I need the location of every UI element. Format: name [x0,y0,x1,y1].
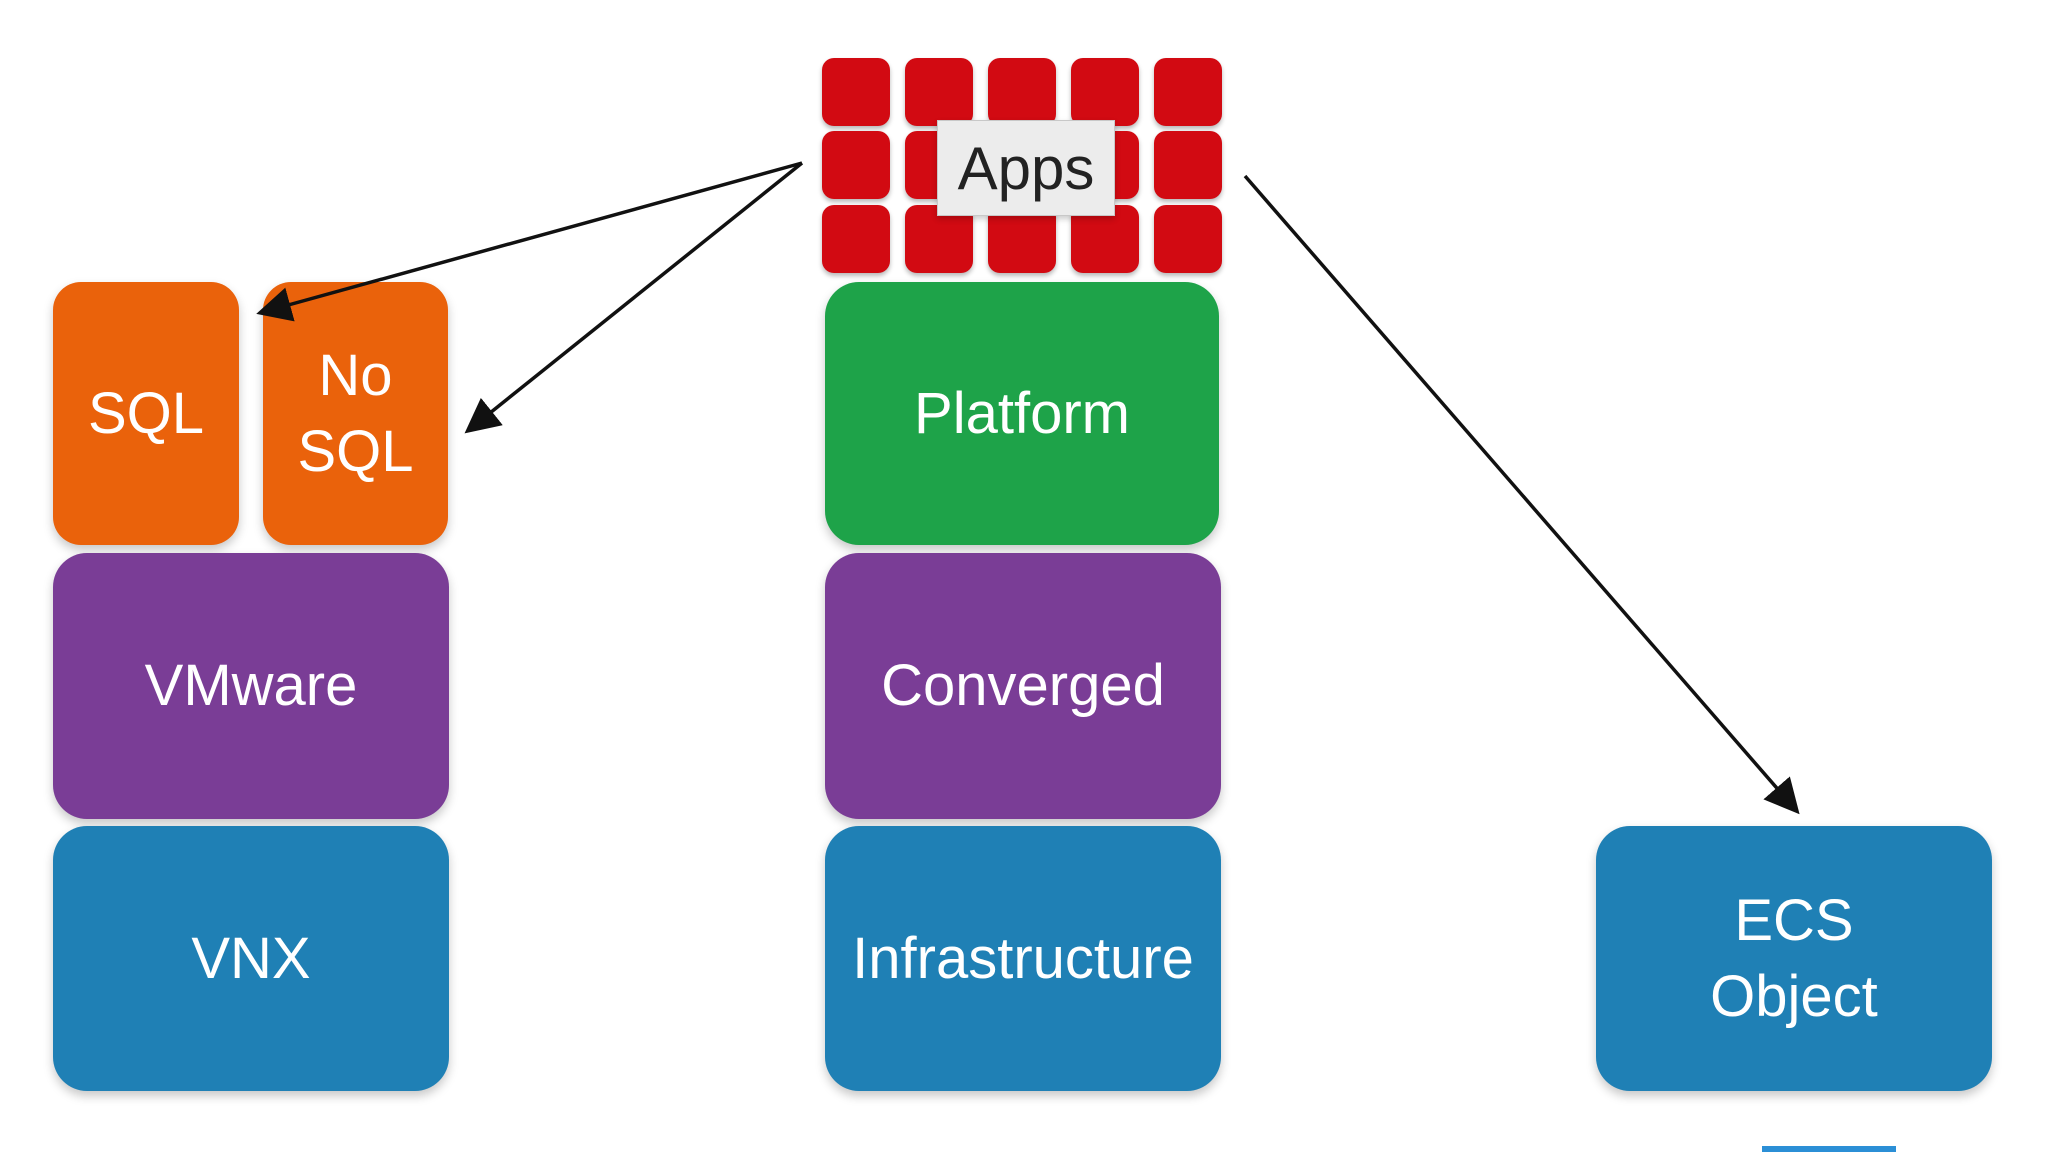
infrastructure-label: Infrastructure [852,925,1194,991]
converged-label: Converged [881,653,1165,719]
arrow-apps-to-nosql [464,161,804,434]
nosql-block: No SQL [263,282,448,545]
infrastructure-block: Infrastructure [825,826,1221,1091]
apps-tile [1154,58,1222,126]
vmware-block: VMware [53,553,449,819]
nosql-label: No SQL [297,343,414,484]
apps-tile [822,131,890,199]
accent-bar [1762,1146,1896,1152]
apps-tile [1071,58,1139,126]
apps-tile [905,58,973,126]
apps-tile [1071,205,1139,273]
apps-tile [988,58,1056,126]
vnx-block: VNX [53,826,449,1091]
apps-tile [988,205,1056,273]
sql-label: SQL [87,380,205,446]
platform-label: Platform [914,380,1130,446]
arrow-apps-to-ecs-object [1243,174,1800,815]
apps-tile [822,205,890,273]
ecs-object-label: ECS Object [1710,888,1878,1029]
ecs-object-block: ECS Object [1596,826,1992,1091]
apps-tile [822,58,890,126]
apps-tile [1154,131,1222,199]
apps-tile [905,205,973,273]
vmware-label: VMware [144,653,358,719]
vnx-label: VNX [191,925,311,991]
platform-block: Platform [825,282,1219,545]
apps-tile [1154,205,1222,273]
converged-block: Converged [825,553,1221,819]
arrow-apps-to-nosql-top [256,161,803,322]
sql-block: SQL [53,282,239,545]
apps-label: Apps [937,120,1115,216]
